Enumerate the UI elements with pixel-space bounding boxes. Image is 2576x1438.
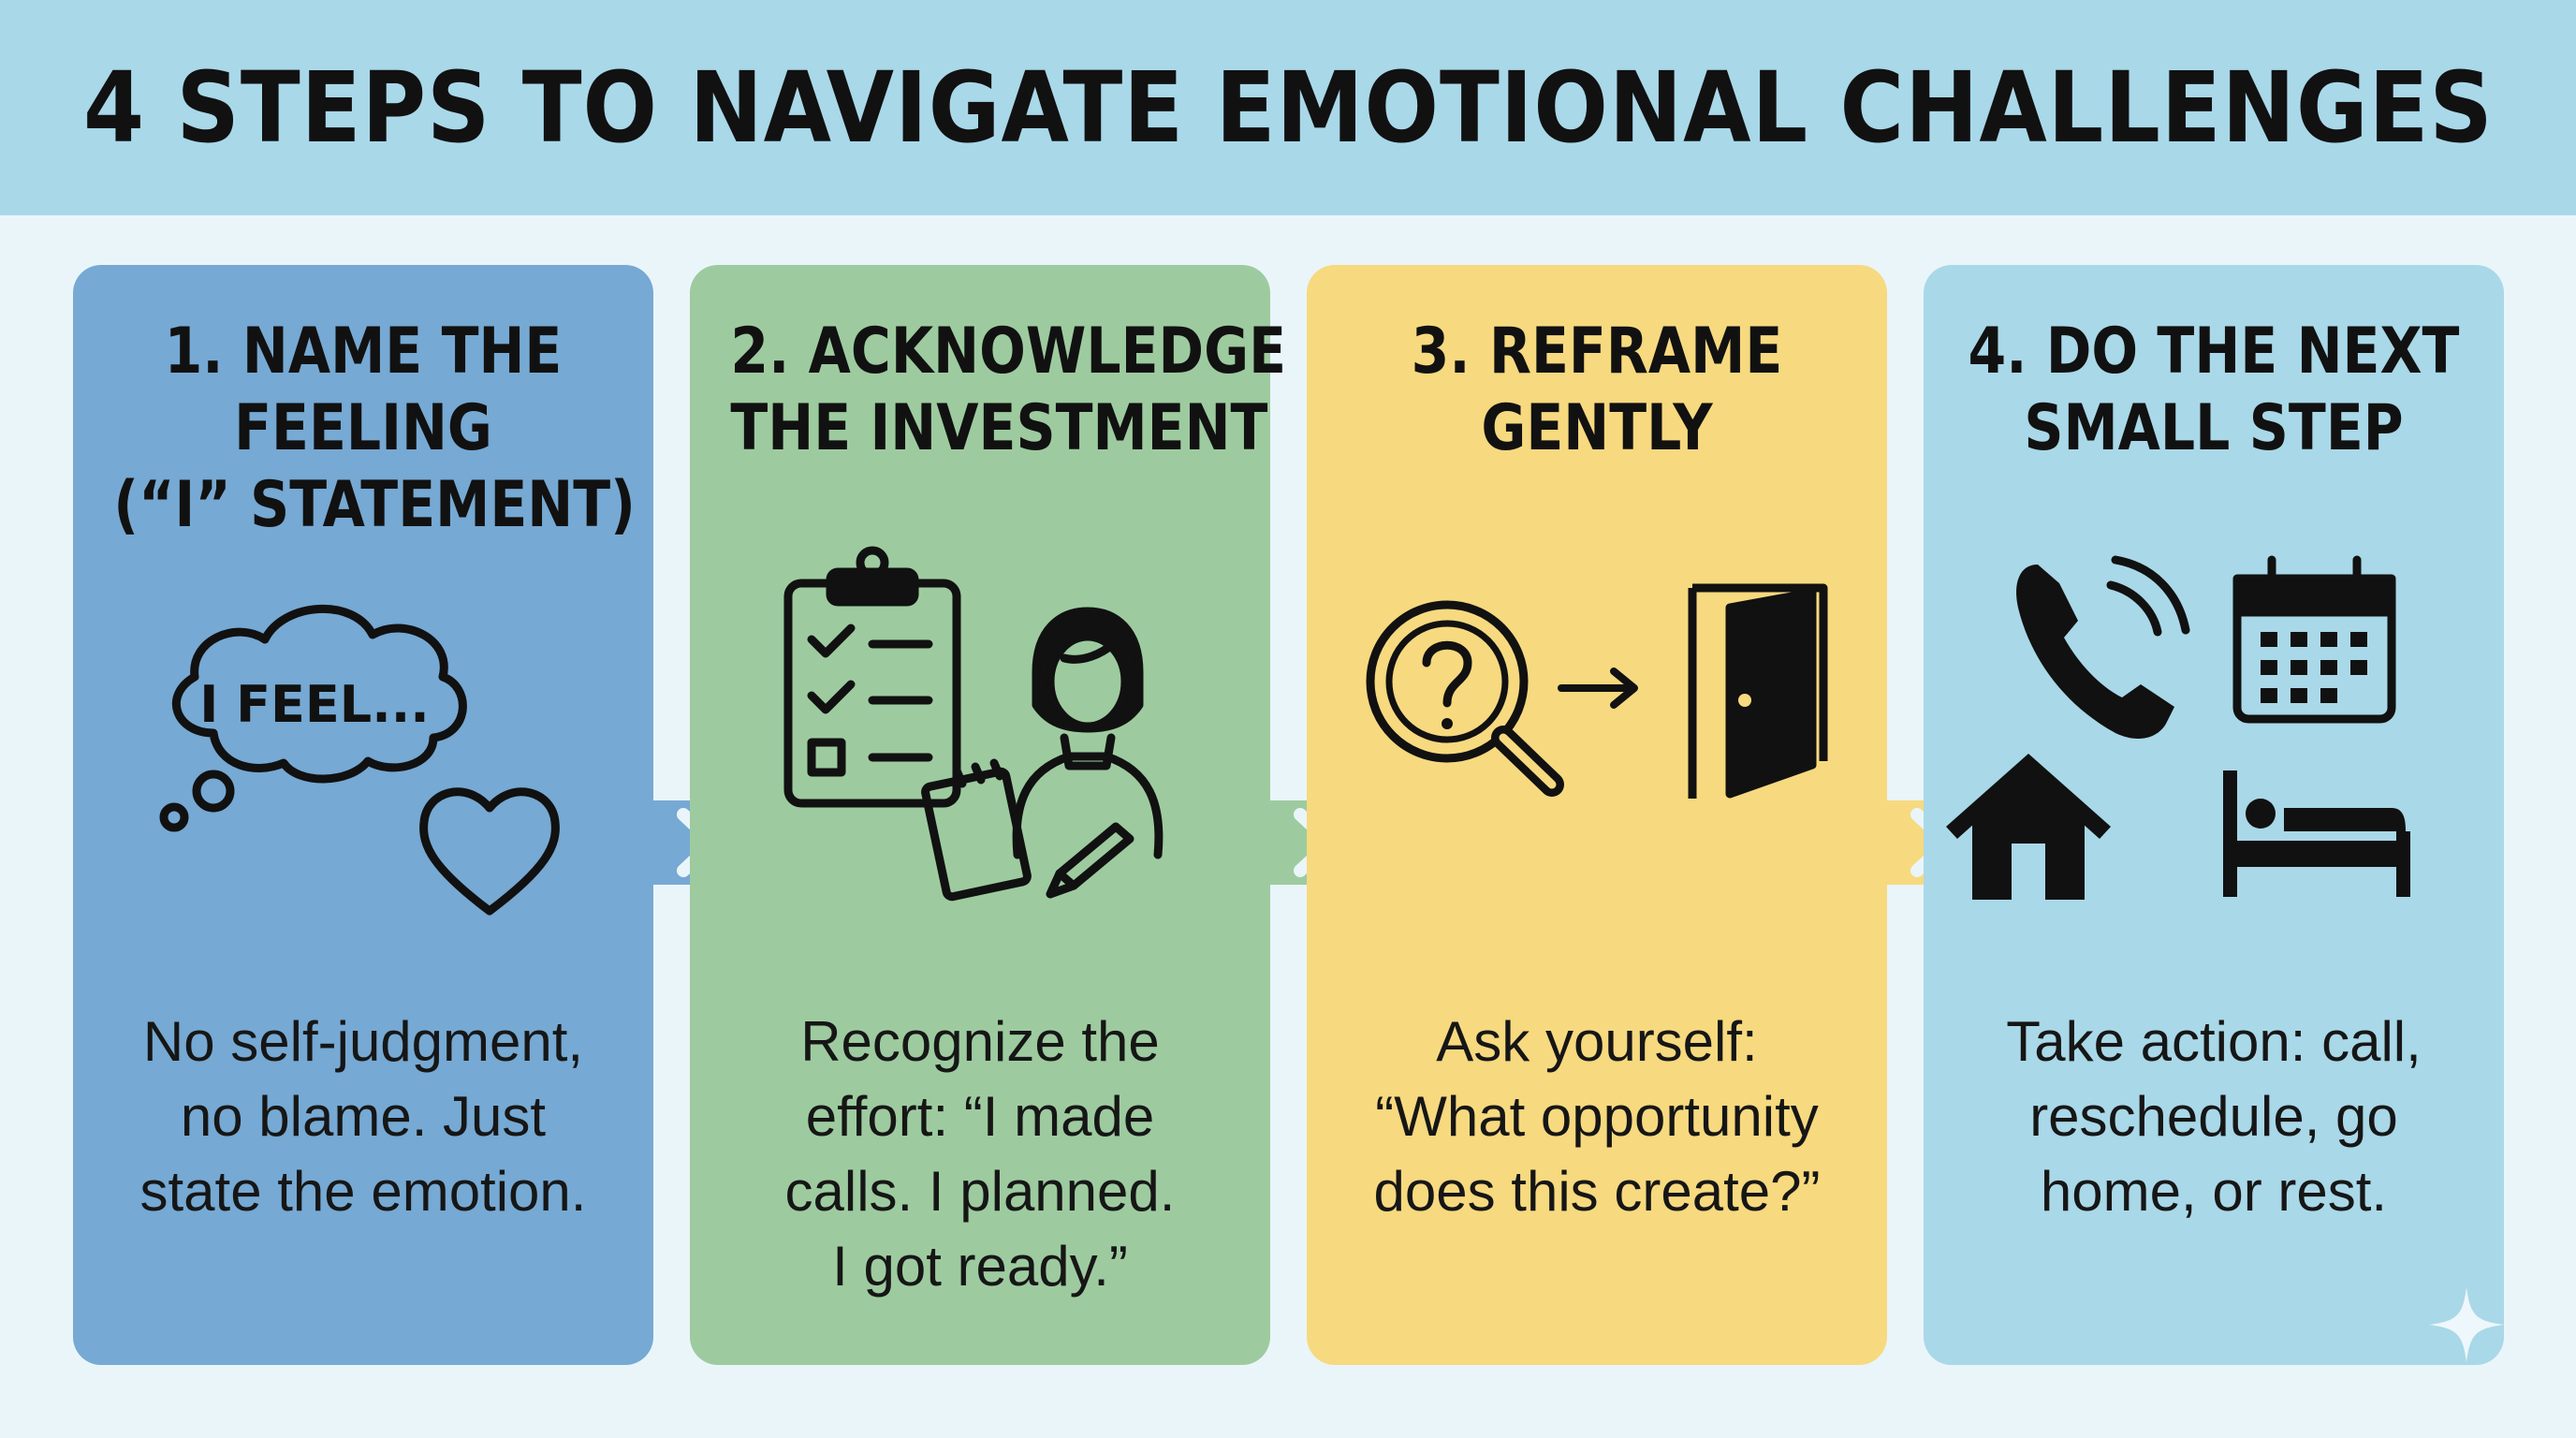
step-2-illustration (690, 546, 1270, 976)
person-writing-icon (921, 607, 1164, 902)
step-2-title-line: 2. ACKNOWLEDGE (730, 315, 1287, 389)
thought-cloud-icon (159, 604, 467, 832)
step-2-title: 2. ACKNOWLEDGE THE INVESTMENT (730, 314, 1287, 467)
calendar-icon (2232, 555, 2396, 724)
clipboard-checklist-icon (783, 546, 961, 808)
step-3-text-line: Ask yourself: (1436, 1010, 1758, 1073)
step-1-text-line: state the emotion. (139, 1160, 587, 1223)
step-1-text-line: No self-judgment, (142, 1010, 584, 1073)
step-4-title: 4. DO THE NEXT SMALL STEP (1964, 314, 2463, 467)
step-3-illustration (1307, 546, 1887, 976)
step-2-text-line: calls. I planned. (784, 1160, 1176, 1223)
step-1-text-line: no blame. Just (180, 1085, 547, 1148)
step-3-title: 3. REFRAME GENTLY (1347, 314, 1846, 467)
step-4-description: Take action: call, reschedule, go home, … (1942, 1005, 2485, 1229)
bed-icon (2223, 770, 2410, 897)
step-1-title: 1. NAME THE FEELING (“I” STATEMENT) (113, 314, 636, 544)
step-4-illustration (1924, 546, 2504, 976)
step-2-text-line: I got ready.” (832, 1235, 1128, 1298)
step-2-description: Recognize the effort: “I made calls. I p… (709, 1005, 1251, 1304)
step-4-title-line: 4. DO THE NEXT (1968, 315, 2460, 389)
step-panel-2: 2. ACKNOWLEDGE THE INVESTMENT (690, 265, 1287, 1365)
step-panel-4: 4. DO THE NEXT SMALL STEP (1924, 265, 2504, 1365)
step-4-text-line: Take action: call, (2006, 1010, 2422, 1073)
header-banner: 4 STEPS TO NAVIGATE EMOTIONAL CHALLENGES (0, 0, 2576, 215)
step-3-text-line: “What opportunity (1375, 1085, 1819, 1148)
step-4-text-line: home, or rest. (2040, 1160, 2388, 1223)
step-4-text-line: reschedule, go (2029, 1085, 2398, 1148)
step-1-description: No self-judgment, no blame. Just state t… (92, 1005, 635, 1229)
step-1-title-line: 1. NAME THE (164, 315, 563, 389)
step-3-title-line: 3. REFRAME (1411, 315, 1783, 389)
step-2-text-line: Recognize the (800, 1010, 1160, 1073)
phone-icon (2016, 555, 2190, 740)
sparkle-icon (2424, 1283, 2509, 1367)
step-3-title-line: GENTLY (1481, 391, 1713, 465)
step-2-text-line: effort: “I made (805, 1085, 1155, 1148)
step-3-description: Ask yourself: “What opportunity does thi… (1325, 1005, 1868, 1229)
step-2-title-line: THE INVESTMENT (730, 391, 1268, 465)
thought-cloud-text: I FEEL... (199, 675, 430, 734)
house-icon (1946, 754, 2111, 900)
open-door-icon (1688, 583, 1828, 799)
step-1-title-line: FEELING (234, 391, 492, 465)
arrow-right-icon (1558, 668, 1638, 709)
step-4-title-line: SMALL STEP (2024, 391, 2404, 465)
page-title: 4 STEPS TO NAVIGATE EMOTIONAL CHALLENGES (82, 51, 2494, 165)
step-panel-3: 3. REFRAME GENTLY Ask yoursel (1307, 265, 1887, 1365)
step-3-text-line: does this create?” (1373, 1160, 1821, 1223)
step-1-illustration: I FEEL... (73, 546, 653, 976)
step-1-title-line: (“I” STATEMENT) (113, 468, 636, 542)
step-panel-1: 1. NAME THE FEELING (“I” STATEMENT) I FE… (73, 265, 653, 1365)
magnifier-question-icon (1366, 600, 1564, 797)
heart-icon (419, 787, 560, 916)
